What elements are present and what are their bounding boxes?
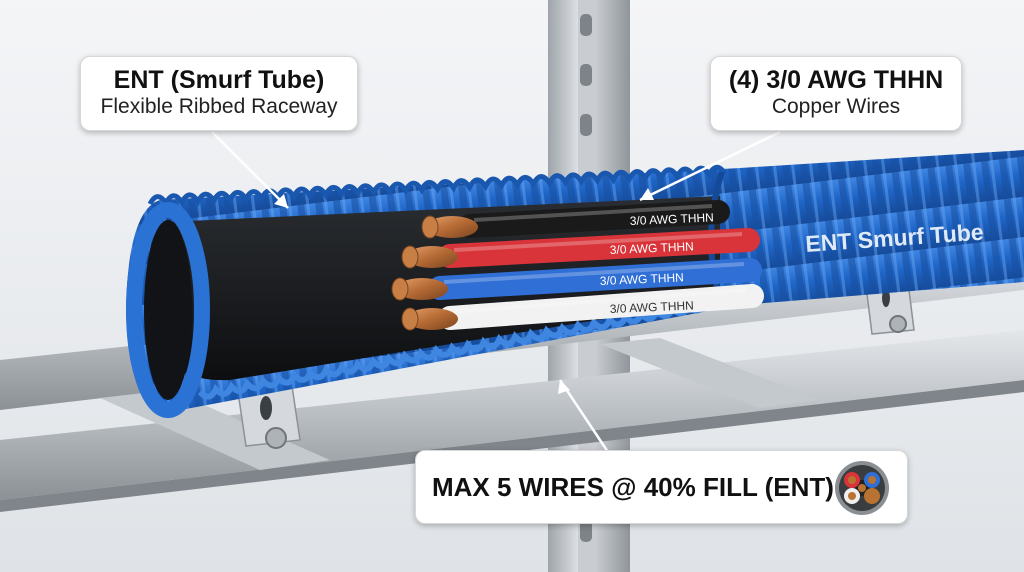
wire-label: 3/0 AWG THHN bbox=[600, 270, 685, 288]
callout-ent-tube: ENT (Smurf Tube) Flexible Ribbed Raceway bbox=[80, 56, 358, 131]
wire-insulation bbox=[458, 200, 730, 238]
icon-wire-core bbox=[858, 484, 866, 492]
wire-2: 3/0 AWG THHN bbox=[401, 228, 760, 269]
copper-conductor bbox=[406, 308, 458, 330]
icon-wire-core bbox=[868, 492, 876, 500]
icon-wire-core bbox=[848, 492, 856, 500]
callout-wires: (4) 3/0 AWG THHN Copper Wires bbox=[710, 56, 962, 131]
wire-insulation bbox=[428, 258, 762, 300]
callout-fill-limit: MAX 5 WIRES @ 40% FILL (ENT) bbox=[415, 450, 908, 524]
icon-wire-core bbox=[848, 476, 856, 484]
copper-conductor bbox=[396, 278, 448, 300]
callout-ent-subtitle: Flexible Ribbed Raceway bbox=[100, 95, 338, 118]
copper-conductor bbox=[426, 216, 478, 238]
wire-label: 3/0 AWG THHN bbox=[610, 298, 695, 316]
icon-wire-core bbox=[868, 476, 876, 484]
wire-highlight bbox=[453, 288, 747, 314]
leader-arrowheads bbox=[274, 188, 654, 394]
wire-label: 3/0 AWG THHN bbox=[610, 239, 695, 257]
wire-label: 3/0 AWG THHN bbox=[630, 210, 715, 228]
callout-fill-title: MAX 5 WIRES @ 40% FILL (ENT) bbox=[432, 472, 834, 502]
wire-highlight bbox=[443, 262, 745, 284]
copper-strand-end bbox=[401, 307, 419, 331]
wire-insulation bbox=[438, 284, 764, 330]
copper-strand-end bbox=[421, 215, 439, 239]
wire-4: 3/0 AWG THHN bbox=[401, 284, 764, 331]
wire-insulation bbox=[438, 228, 760, 268]
copper-strand-end bbox=[401, 245, 419, 269]
callout-ent-title: ENT (Smurf Tube) bbox=[113, 66, 325, 94]
conduit-cross-section-icon bbox=[835, 461, 889, 515]
wire-1: 3/0 AWG THHN bbox=[421, 200, 730, 239]
leader-lines bbox=[211, 130, 781, 453]
copper-strand-end bbox=[391, 277, 409, 301]
copper-conductor bbox=[406, 246, 458, 268]
wires: 3/0 AWG THHN 3/0 AWG THHN 3/0 AWG THHN 3/0 … bbox=[391, 200, 764, 331]
wire-highlight bbox=[453, 232, 743, 252]
wire-highlight bbox=[473, 204, 713, 222]
wire-3: 3/0 AWG THHN bbox=[391, 258, 762, 301]
callout-wires-title: (4) 3/0 AWG THHN bbox=[728, 66, 944, 94]
callout-wires-subtitle: Copper Wires bbox=[771, 95, 901, 118]
